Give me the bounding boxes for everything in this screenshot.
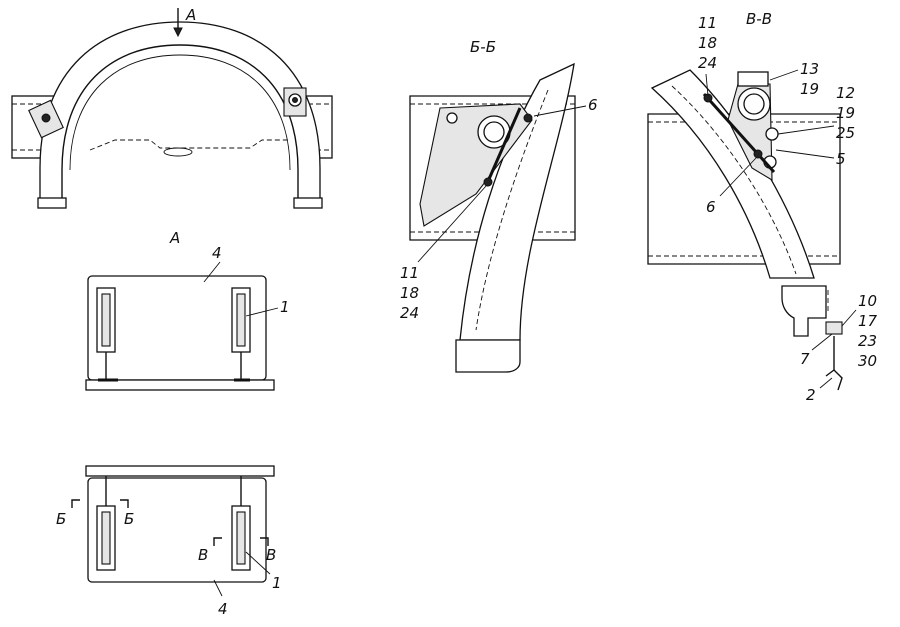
view-a-bottom: Б Б В В 1 4: [56, 465, 282, 618]
leader-vv-11: [705, 73, 709, 97]
view-a-top: А 4 1: [85, 229, 290, 391]
mount-right-bottom-inner: [236, 511, 246, 565]
vv-strap: [702, 92, 776, 174]
leader-vv-7: [811, 333, 833, 351]
leader-bb-6: [533, 105, 587, 117]
bb-tube-inner: [483, 121, 505, 143]
vv-hook: [825, 369, 843, 391]
section-vv-title: В-В: [746, 10, 772, 28]
label-vv-7: 7: [800, 350, 810, 368]
label-vv-24: 24: [698, 54, 717, 72]
bb-hole: [446, 112, 458, 124]
v-mark-right-label: В: [266, 546, 276, 564]
label-vv-18: 18: [698, 34, 717, 52]
vv-hole-12: [765, 127, 779, 141]
bb-bolt-lower: [483, 177, 493, 187]
label-vv-11: 11: [698, 14, 717, 32]
label-vv-2: 2: [806, 386, 816, 404]
label-bb-6: 6: [588, 96, 598, 114]
b-mark-right-label: Б: [124, 510, 134, 528]
label-vv-25: 25: [836, 124, 855, 142]
label-bb-11: 11: [400, 264, 419, 282]
view-a-title: А: [169, 229, 180, 247]
view-arrow-a-head: [173, 27, 183, 38]
leader-vv-2: [819, 377, 833, 389]
bracket-right-bolt: [292, 97, 298, 103]
label-vv-17: 17: [858, 312, 878, 330]
frame-bottom-view: [85, 465, 275, 477]
vv-tube-inner: [743, 93, 765, 115]
leader-bb-11: [417, 185, 487, 263]
leader-vv-10: [841, 309, 857, 327]
leader-vv-5: [775, 149, 835, 159]
fender-foot-left: [37, 197, 67, 209]
section-mark-b-left: [71, 499, 80, 508]
fender-arch-rib: [69, 54, 291, 171]
section-bb: Б-Б 6 11 18 24: [400, 38, 598, 373]
label-vv-5: 5: [836, 150, 846, 168]
label-bb-24: 24: [400, 304, 419, 322]
mount-right-top-inner: [236, 293, 246, 347]
leader-4-top: [203, 261, 221, 283]
label-vv-10: 10: [858, 292, 877, 310]
leader-vv-13: [769, 69, 799, 81]
b-mark-left-label: Б: [56, 510, 66, 528]
v-mark-left-label: В: [198, 546, 208, 564]
mount-left-top-inner: [101, 293, 111, 347]
fender-panel-bottom: [87, 477, 267, 583]
label-4-bottom: 4: [218, 600, 228, 618]
mount-left-bottom-inner: [101, 511, 111, 565]
label-vv-23: 23: [858, 332, 877, 350]
label-1-bottom: 1: [272, 574, 282, 592]
section-vv: В-В 11 18 24 13 19 12 19 25: [647, 10, 878, 404]
label-1-top: 1: [280, 298, 290, 316]
label-4-top: 4: [212, 244, 222, 262]
view-a-arrow-label: А: [185, 6, 196, 24]
leader-vv-6: [719, 157, 757, 197]
section-bb-title: Б-Б: [470, 38, 496, 56]
label-bb-18: 18: [400, 284, 419, 302]
bb-fender-foot: [455, 339, 521, 373]
section-mark-v-right: [260, 537, 269, 546]
bb-bolt-upper: [523, 113, 533, 123]
vv-clamp: [737, 71, 769, 87]
label-vv-13: 13: [800, 60, 819, 78]
label-vv-19b: 19: [836, 104, 855, 122]
vv-holder: [781, 285, 827, 337]
section-mark-b-right: [120, 499, 129, 508]
fender-side-view: А: [11, 6, 333, 209]
leader-4-bottom: [213, 579, 223, 597]
vv-clip: [825, 321, 843, 335]
fender-foot-right: [293, 197, 323, 209]
leader-1-top: [245, 307, 279, 317]
frame-bolt: [163, 147, 193, 157]
section-mark-v-left: [213, 537, 222, 546]
label-vv-30: 30: [858, 352, 877, 370]
leader-1-bottom: [245, 551, 271, 575]
frame-top-view: [85, 379, 275, 391]
label-vv-19a: 19: [800, 80, 819, 98]
vv-fender-hidden: [671, 85, 797, 275]
bb-strap: [484, 107, 522, 187]
bb-fender-hidden: [475, 89, 549, 331]
label-vv-12: 12: [836, 84, 855, 102]
vv-bolt-lower: [753, 149, 763, 159]
label-vv-6: 6: [706, 198, 716, 216]
leader-vv-12: [777, 125, 835, 135]
bracket-left-bolt: [41, 113, 51, 123]
frame-dashed-detail: [89, 139, 290, 151]
fender-arch-outer: [39, 21, 321, 205]
